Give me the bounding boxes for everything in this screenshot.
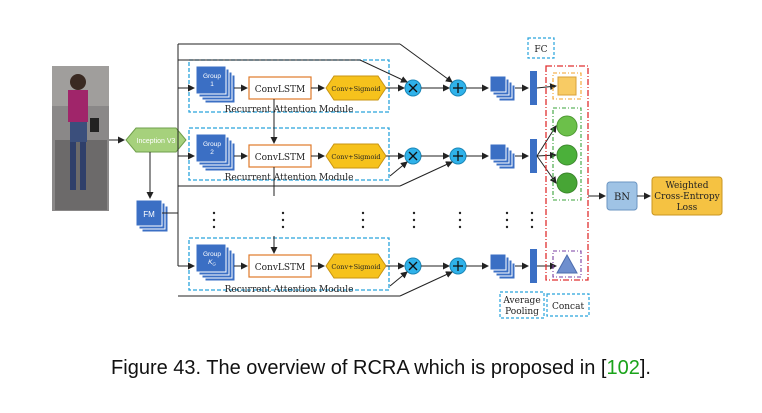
caption-suffix: ]. bbox=[639, 357, 651, 379]
feature-triangle bbox=[556, 253, 578, 274]
fm-stack bbox=[135, 199, 169, 233]
ellipsis-dots bbox=[212, 211, 534, 229]
output-feature-stack bbox=[489, 75, 507, 93]
skip-to-add-arrow bbox=[399, 161, 453, 187]
ellipsis-dot bbox=[458, 225, 462, 229]
attention-module-label: Recurrent Attention Module bbox=[225, 173, 354, 183]
avg-pool-box bbox=[499, 291, 545, 319]
group-label: Group bbox=[203, 141, 221, 148]
feature-square bbox=[557, 76, 577, 96]
ellipsis-dot bbox=[530, 211, 534, 215]
attention-module-label: Recurrent Attention Module bbox=[225, 105, 354, 115]
skip-to-add-arrow bbox=[399, 43, 453, 83]
convlstm-label: ConvLSTM bbox=[255, 263, 306, 273]
ellipsis-dot bbox=[530, 218, 534, 222]
ellipsis-dot bbox=[212, 211, 216, 215]
ellipsis-dot bbox=[458, 211, 462, 215]
ellipsis-dot bbox=[212, 218, 216, 222]
ellipsis-dot bbox=[412, 218, 416, 222]
ellipsis-dot bbox=[505, 218, 509, 222]
loss-label-line1: Weighted bbox=[666, 181, 709, 191]
fc-bar bbox=[530, 71, 537, 105]
ellipsis-dot bbox=[361, 211, 365, 215]
input-image bbox=[52, 66, 109, 211]
output-feature-stack bbox=[489, 253, 507, 271]
ellipsis-dot bbox=[281, 225, 285, 229]
loss-block bbox=[651, 176, 723, 216]
group-label: Group bbox=[203, 73, 221, 80]
fc-bar bbox=[530, 249, 537, 283]
convlstm-label: ConvLSTM bbox=[255, 85, 306, 95]
skip-to-multiply-arrow bbox=[389, 271, 408, 287]
feature-circle-2 bbox=[556, 144, 578, 166]
ellipsis-dot bbox=[281, 211, 285, 215]
avg-pool-label-line2: Pooling bbox=[505, 307, 539, 317]
group-index-subscript: G bbox=[212, 262, 216, 267]
ellipsis-dot bbox=[505, 211, 509, 215]
ellipsis-dot bbox=[530, 225, 534, 229]
multiply-sign bbox=[408, 151, 418, 161]
fc-box bbox=[527, 37, 555, 59]
ellipsis-dot bbox=[458, 218, 462, 222]
concat-label: Concat bbox=[552, 302, 585, 312]
fm-label: FM bbox=[143, 210, 155, 219]
group-label: Group bbox=[203, 251, 221, 258]
group-index: 1 bbox=[210, 81, 214, 88]
fc-label: FC bbox=[534, 45, 547, 55]
fc-to-concat-arrow bbox=[536, 83, 557, 91]
figure-caption: Figure 43. The overview of RCRA which is… bbox=[0, 357, 762, 380]
conv-sigmoid-label: Conv+Sigmoid bbox=[331, 153, 380, 161]
group-feature-stack bbox=[195, 243, 227, 273]
concat-label-box bbox=[546, 293, 590, 317]
bn-label: BN bbox=[614, 192, 630, 203]
fc-bar bbox=[530, 139, 537, 173]
conv-sigmoid-label: Conv+Sigmoid bbox=[331, 85, 380, 93]
convlstm-label: ConvLSTM bbox=[255, 153, 306, 163]
skip-to-multiply-arrow bbox=[389, 161, 408, 177]
group-index: KG bbox=[208, 259, 216, 267]
ellipsis-dot bbox=[281, 218, 285, 222]
mid-group-box bbox=[552, 107, 582, 201]
caption-prefix: Figure 43. The overview of RCRA which is… bbox=[111, 357, 607, 379]
conv-sigmoid-label: Conv+Sigmoid bbox=[331, 263, 380, 271]
inception-v3-block bbox=[125, 127, 187, 153]
inception-v3-label: Inception V3 bbox=[137, 138, 176, 145]
avg-pool-label-line1: Average bbox=[502, 296, 540, 306]
caption-reference-link[interactable]: 102 bbox=[606, 357, 640, 379]
skip-to-multiply-arrow bbox=[359, 59, 408, 83]
group-feature-stack bbox=[195, 133, 227, 163]
output-feature-stack bbox=[489, 143, 507, 161]
loss-label-line3: Loss bbox=[677, 203, 698, 213]
group-index: 2 bbox=[210, 149, 214, 156]
loss-label-line2: Cross-Entropy bbox=[654, 192, 720, 202]
ellipsis-dot bbox=[361, 225, 365, 229]
skip-to-add-arrow bbox=[399, 271, 453, 297]
ellipsis-dot bbox=[361, 218, 365, 222]
ellipsis-dot bbox=[212, 225, 216, 229]
concat-region bbox=[545, 65, 589, 281]
ellipsis-dot bbox=[505, 225, 509, 229]
attention-module-label: Recurrent Attention Module bbox=[225, 285, 354, 295]
multiply-sign bbox=[408, 261, 418, 271]
group-feature-stack bbox=[195, 65, 227, 95]
feature-circle-3 bbox=[556, 172, 578, 194]
ellipsis-dot bbox=[412, 211, 416, 215]
multiply-sign bbox=[408, 83, 418, 93]
ellipsis-dot bbox=[412, 225, 416, 229]
feature-circle-1 bbox=[556, 115, 578, 137]
